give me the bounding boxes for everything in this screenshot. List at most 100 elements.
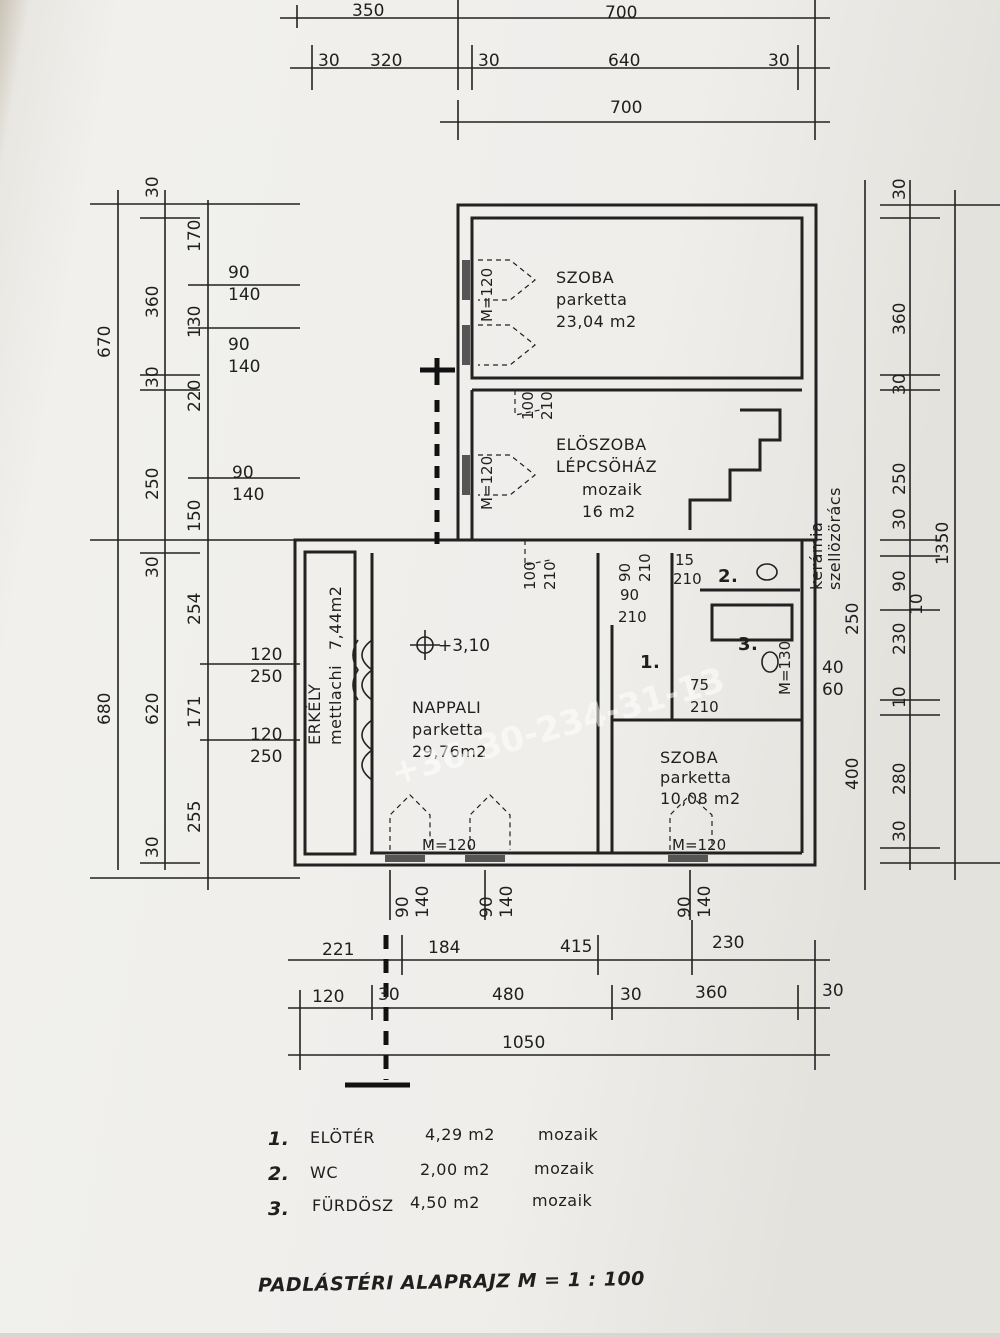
bot-dim-30a: 30 [378, 985, 400, 1005]
door-210c: 210 [636, 553, 654, 582]
legend-name-1: ELÖTÉR [310, 1128, 375, 1147]
win-dim-120a: 120 [250, 645, 282, 665]
top-dimensions: 350 700 30 320 30 640 30 700 [318, 1, 790, 118]
bot-dim-360: 360 [695, 983, 727, 1003]
nappali-name: NAPPALI [412, 698, 481, 717]
left-dim-30a: 30 [143, 176, 163, 198]
note-keramia: kerámia [807, 522, 826, 590]
bot-win-140b: 140 [497, 886, 517, 918]
bot-win-90a: 90 [393, 896, 413, 918]
right-dim-360: 360 [890, 303, 910, 335]
eloszoba-name: ELÖSZOBA [556, 435, 647, 454]
door-swings [389, 259, 713, 850]
legend-num-1: 1. [268, 1128, 289, 1150]
room-num-2: 2. [718, 566, 738, 587]
right-dim-250b: 250 [843, 603, 863, 635]
top-dim-700a: 700 [605, 3, 637, 23]
top-dim-30c: 30 [768, 51, 790, 71]
left-dim-130: 130 [185, 306, 205, 338]
legend-num-3: 3. [268, 1198, 289, 1220]
left-dim-670: 670 [95, 326, 115, 358]
legend-name-2: WC [310, 1163, 338, 1182]
m120-c: M=120 [422, 836, 476, 854]
top-dim-30b: 30 [478, 51, 500, 71]
level-mark: +3,10 [438, 636, 490, 656]
walls [293, 203, 818, 867]
bot-dim-230: 230 [712, 933, 744, 953]
szoba2-floor: parketta [660, 768, 731, 787]
bot-win-140c: 140 [695, 886, 715, 918]
left-dim-620: 620 [143, 693, 163, 725]
left-dim-30d: 30 [143, 836, 163, 858]
szoba2-area: 10,08 m2 [660, 789, 741, 808]
bot-dim-221: 221 [322, 940, 354, 960]
left-dim-30b: 30 [143, 366, 163, 388]
win-dim-90b: 90 [228, 335, 250, 355]
m120-d: M=120 [672, 836, 726, 854]
bot-dim-415: 415 [560, 937, 592, 957]
right-dim-60: 60 [822, 680, 844, 700]
right-dim-10a: 10 [907, 593, 927, 615]
note-szellozoracs: szellözörács [825, 487, 844, 590]
top-dim-350: 350 [352, 1, 384, 21]
door-210d: 210 [618, 608, 647, 626]
room-labels: SZOBA parketta 23,04 m2 ELÖSZOBA LÉPCSÖH… [305, 268, 758, 808]
szoba1-area: 23,04 m2 [556, 312, 637, 331]
left-dim-254: 254 [185, 593, 205, 625]
door-100a: 100 [519, 391, 537, 420]
bottom-dimensions: 90 140 90 140 90 140 221 184 415 230 120… [312, 886, 844, 1053]
win-dim-250b: 250 [250, 747, 282, 767]
left-dim-250: 250 [143, 468, 163, 500]
win-dim-250a: 250 [250, 667, 282, 687]
door-90b: 90 [620, 586, 639, 604]
dimension-lines [90, 0, 1000, 1070]
top-dim-30a: 30 [318, 51, 340, 71]
right-dim-10b: 10 [890, 686, 910, 708]
top-dim-700b: 700 [610, 98, 642, 118]
right-dim-280: 280 [890, 763, 910, 795]
door-100b: 100 [521, 561, 539, 590]
door-210b: 210 [541, 561, 559, 590]
opening-labels: M=120 M=120 M=120 M=120 M=130 100 210 10… [422, 268, 794, 854]
legend-floor-1: mozaik [538, 1125, 599, 1144]
right-dim-40: 40 [822, 658, 844, 678]
right-dimensions: 30 360 30 250 30 90 230 10 280 30 1350 2… [807, 178, 953, 842]
plan-title: PADLÁSTÉRI ALAPRAJZ M = 1 : 100 [258, 1267, 645, 1297]
bot-dim-1050: 1050 [502, 1033, 545, 1053]
door-75: 75 [690, 676, 709, 694]
nappali-floor: parketta [412, 720, 483, 739]
left-dim-255: 255 [185, 801, 205, 833]
win-dim-140c: 140 [232, 485, 264, 505]
right-dim-30c: 30 [890, 508, 910, 530]
left-dim-680: 680 [95, 693, 115, 725]
door-210a: 210 [538, 391, 556, 420]
bot-dim-480: 480 [492, 985, 524, 1005]
legend-floor-2: mozaik [534, 1159, 595, 1178]
left-dim-360: 360 [143, 286, 163, 318]
bot-dim-184: 184 [428, 938, 460, 958]
balcony-doors [352, 563, 779, 781]
top-dim-320: 320 [370, 51, 402, 71]
right-dim-30b: 30 [890, 373, 910, 395]
left-dim-30c: 30 [143, 556, 163, 578]
window-marks [385, 260, 708, 862]
erkely-name: ERKÉLY [305, 684, 324, 745]
legend-num-2: 2. [268, 1163, 289, 1185]
door-90a: 90 [616, 563, 634, 582]
right-dim-90: 90 [890, 570, 910, 592]
lepcsohaz-name: LÉPCSÖHÁZ [556, 457, 657, 476]
legend-floor-3: mozaik [532, 1191, 593, 1210]
legend: 1. ELÖTÉR 4,29 m2 mozaik 2. WC 2,00 m2 m… [268, 1125, 599, 1220]
bot-dim-30c: 30 [822, 981, 844, 1001]
left-dim-170: 170 [185, 220, 205, 252]
room-num-3: 3. [738, 634, 758, 655]
room-num-1: 1. [640, 652, 660, 673]
win-dim-140a: 140 [228, 285, 260, 305]
top-dim-640: 640 [608, 51, 640, 71]
left-dim-220: 220 [185, 380, 205, 412]
eloszoba-floor: mozaik [582, 480, 643, 499]
door-210e: 210 [673, 570, 702, 588]
left-dim-171: 171 [185, 696, 205, 728]
win-dim-140b: 140 [228, 357, 260, 377]
